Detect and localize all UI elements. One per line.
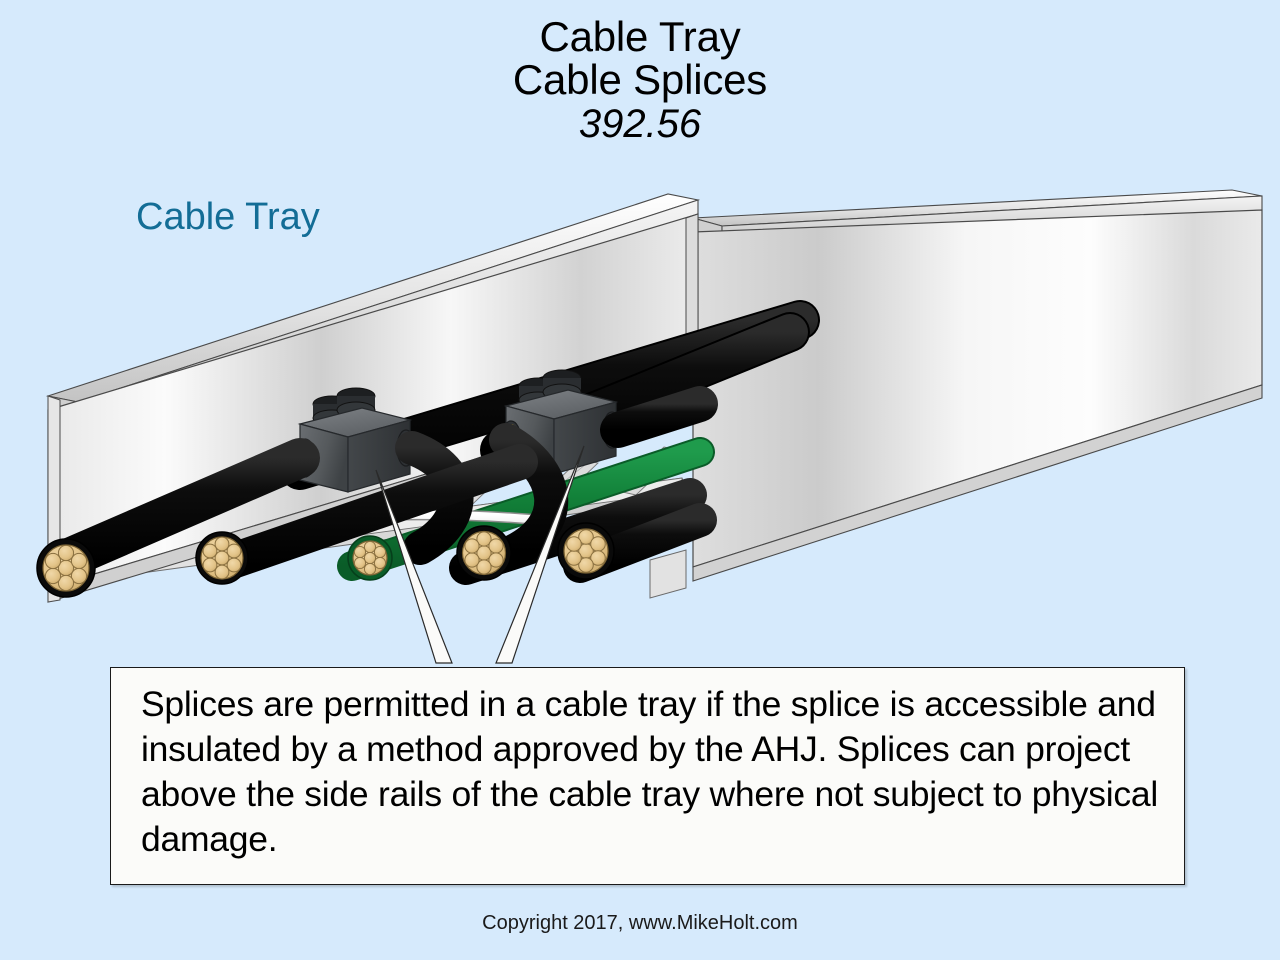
cable-run-4 xyxy=(600,386,718,448)
callout-pointer-left xyxy=(375,469,453,664)
cable-run-1 xyxy=(40,438,320,582)
cable-end-4 xyxy=(456,525,512,581)
cable-end-2 xyxy=(195,531,249,585)
cable-end-faces xyxy=(36,522,615,598)
cable-tray-label: Cable Tray xyxy=(136,196,320,238)
tray-far-side-rail xyxy=(692,189,1263,582)
callout-pointers xyxy=(375,445,585,664)
title-code-reference: 392.56 xyxy=(578,101,702,146)
cable-run-5 xyxy=(200,444,538,584)
callout-pointer-right xyxy=(495,445,585,664)
caption-text: Splices are permitted in a cable tray if… xyxy=(141,684,1159,859)
title-line-2: Cable Splices xyxy=(512,55,768,103)
title-line-1: Cable Tray xyxy=(539,13,741,60)
cable-end-3 xyxy=(347,535,393,581)
caption-box: Splices are permitted in a cable tray if… xyxy=(110,667,1185,885)
cable-end-1 xyxy=(36,538,96,598)
splice-cable-runs xyxy=(40,386,718,584)
cable-end-5 xyxy=(557,522,615,580)
copyright-footer: Copyright 2017, www.MikeHolt.com xyxy=(482,912,798,934)
page-title: Cable Tray Cable Splices 392.56 xyxy=(0,13,1280,146)
splice-box-left xyxy=(294,387,416,493)
